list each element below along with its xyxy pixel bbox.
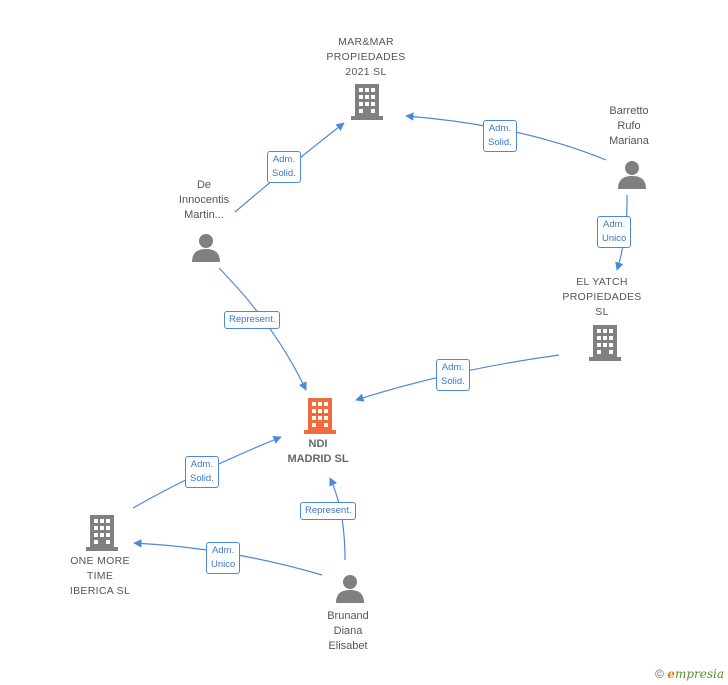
building-icon[interactable]: [85, 515, 119, 556]
node-label-deinnocentis[interactable]: De Innocentis Martin...: [178, 179, 230, 221]
person-icon[interactable]: [617, 160, 647, 195]
edge-tag-elyatch-ndi[interactable]: Adm. Solid.: [436, 359, 470, 391]
building-icon[interactable]: [588, 325, 622, 366]
brand-logo: empresia: [667, 667, 724, 681]
person-icon[interactable]: [335, 574, 365, 609]
person-icon[interactable]: [191, 233, 221, 268]
brand-footer: © empresia: [655, 667, 724, 681]
building-icon[interactable]: [350, 84, 384, 125]
edge-tag-barretto-marmar[interactable]: Adm. Solid.: [483, 120, 517, 152]
edge-tag-barretto-elyatch[interactable]: Adm. Unico: [597, 216, 632, 248]
node-label-brunand[interactable]: Brunand Diana Elisabet: [327, 610, 369, 652]
node-label-ndi[interactable]: NDI MADRID SL: [287, 438, 349, 465]
edge-deinnocentis-ndi: [218, 267, 307, 391]
building-focus-icon[interactable]: [303, 398, 337, 439]
node-label-onemore[interactable]: ONE MORE TIME IBERICA SL: [69, 555, 131, 597]
node-label-marmar[interactable]: MAR&MAR PROPIEDADES 2021 SL: [326, 36, 406, 78]
edge-tag-brunand-onemore[interactable]: Adm. Unico: [206, 542, 241, 574]
node-label-barretto[interactable]: Barretto Rufo Mariana: [609, 105, 649, 147]
edge-tag-onemore-ndi[interactable]: Adm. Solid.: [185, 456, 219, 488]
edge-tag-brunand-ndi[interactable]: Represent.: [300, 502, 357, 520]
node-label-elyatch[interactable]: EL YATCH PROPIEDADES SL: [562, 276, 642, 318]
edge-tag-deinnocentis-ndi[interactable]: Represent.: [224, 311, 281, 329]
copyright-icon: ©: [655, 667, 664, 681]
edge-tag-deinnocentis-marmar[interactable]: Adm. Solid.: [267, 151, 301, 183]
